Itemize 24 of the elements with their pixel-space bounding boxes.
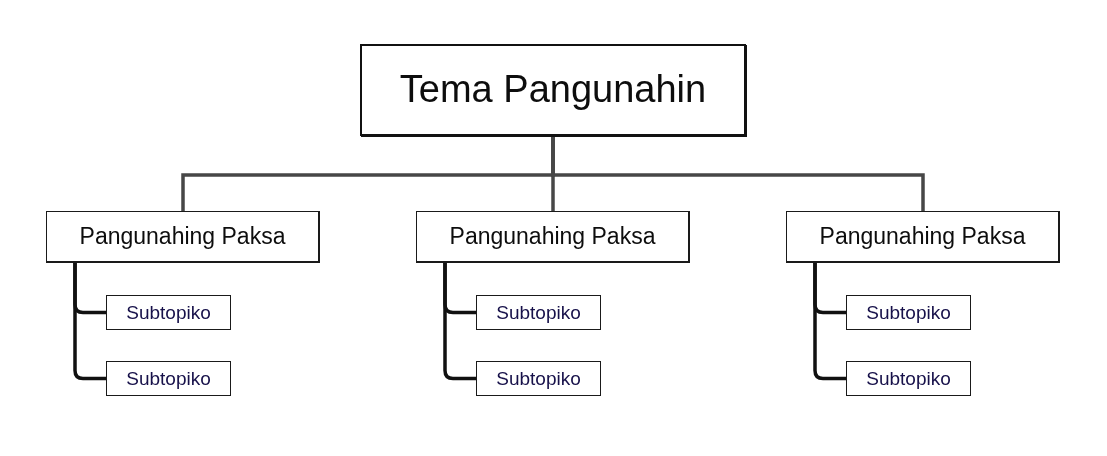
subtopic-text: Subtopiko [866, 301, 951, 324]
main-topic-box [46, 211, 320, 263]
subtopic-box [476, 361, 601, 396]
subtopic-text: Subtopiko [866, 367, 951, 390]
subtopic-box [106, 295, 231, 330]
main-topic-box [786, 211, 1060, 263]
subtopic-text: Subtopiko [126, 301, 211, 324]
connector-line [551, 136, 925, 211]
subtopic-box [476, 295, 601, 330]
central-topic-text: Tema Pangunahin [399, 68, 707, 112]
main-topic-text: Pangunahing Paksa [79, 223, 286, 250]
subtopic-box [846, 361, 971, 396]
central-topic-box [360, 44, 746, 136]
subtopic-text: Subtopiko [126, 367, 211, 390]
connector-line [443, 263, 476, 381]
connector-line [813, 263, 846, 381]
connector-line [73, 263, 106, 381]
subtopic-text: Subtopiko [496, 301, 581, 324]
subtopic-box [106, 361, 231, 396]
subtopic-box [846, 295, 971, 330]
main-topic-text: Pangunahing Paksa [449, 223, 656, 250]
subtopic-text: Subtopiko [496, 367, 581, 390]
main-topic-text: Pangunahing Paksa [819, 223, 1026, 250]
main-topic-box [416, 211, 690, 263]
